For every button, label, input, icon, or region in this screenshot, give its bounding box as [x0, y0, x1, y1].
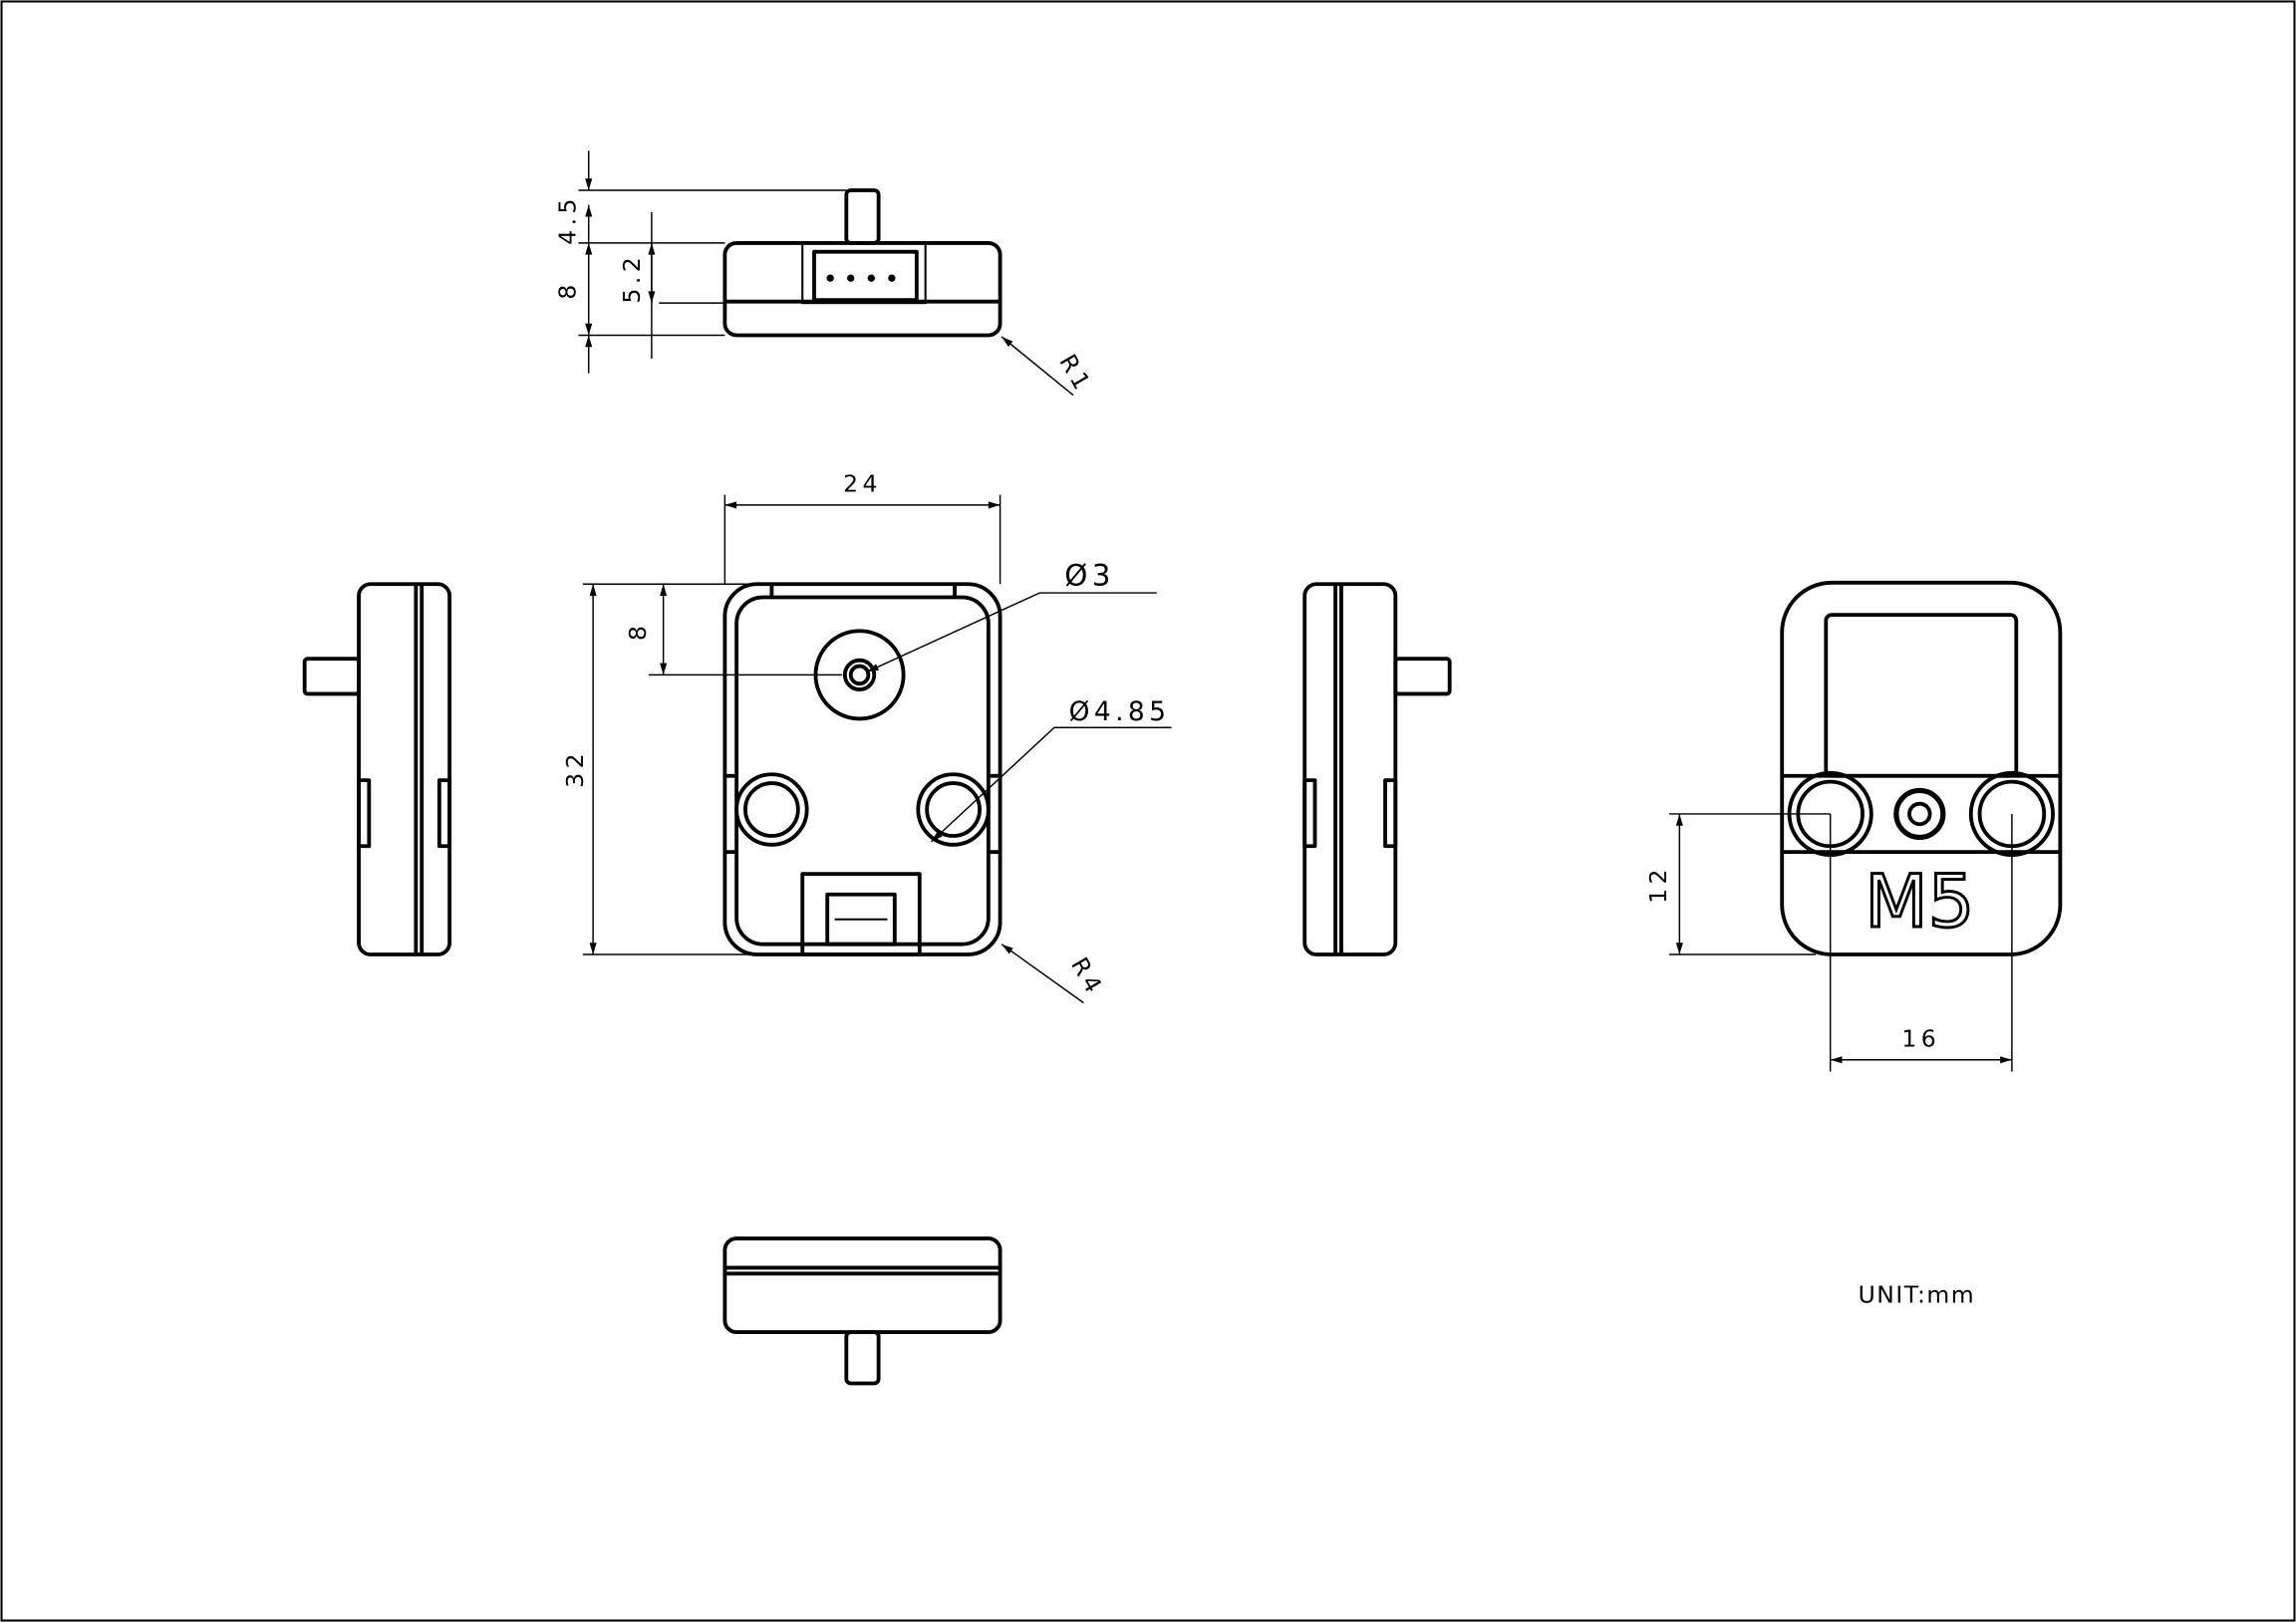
- dim-knob-hole-diameter: Ø3: [1064, 559, 1115, 593]
- front-view: 24 32 8 Ø3 Ø4.85 R4: [561, 470, 1172, 1004]
- dim-hole-offset: 12: [1644, 865, 1672, 904]
- left-side-view: [302, 582, 452, 956]
- mount-hole-right: [916, 772, 991, 847]
- pin: [844, 188, 881, 245]
- bottom-view: [722, 1236, 1003, 1386]
- right-side-view: [1302, 582, 1452, 956]
- dim-pin-height: 4.5: [553, 194, 581, 245]
- dim-knob-offset: 8: [624, 622, 652, 641]
- dim-edge-radius: R1: [1053, 350, 1097, 399]
- screen: [1824, 613, 2019, 778]
- dim-width: 24: [843, 470, 882, 498]
- dim-height: 32: [561, 749, 589, 788]
- dim-hole-spacing: 16: [1901, 1025, 1940, 1053]
- mount-hole-left: [734, 772, 809, 847]
- m5-logo: M5: [1865, 860, 1974, 945]
- dim-connector-height: 5.2: [618, 253, 646, 304]
- connector: [801, 241, 927, 305]
- top-view: 4.5 8 5.2 R1: [553, 150, 1098, 399]
- dim-mount-hole-diameter: Ø4.85: [1069, 696, 1171, 727]
- unit-label: UNIT:mm: [1859, 1281, 1975, 1309]
- connector: [800, 872, 922, 956]
- body: [722, 240, 1003, 338]
- body: [722, 582, 1003, 956]
- rear-view: M5 12 16: [1644, 580, 2063, 1072]
- dim-body-height: 8: [553, 280, 581, 299]
